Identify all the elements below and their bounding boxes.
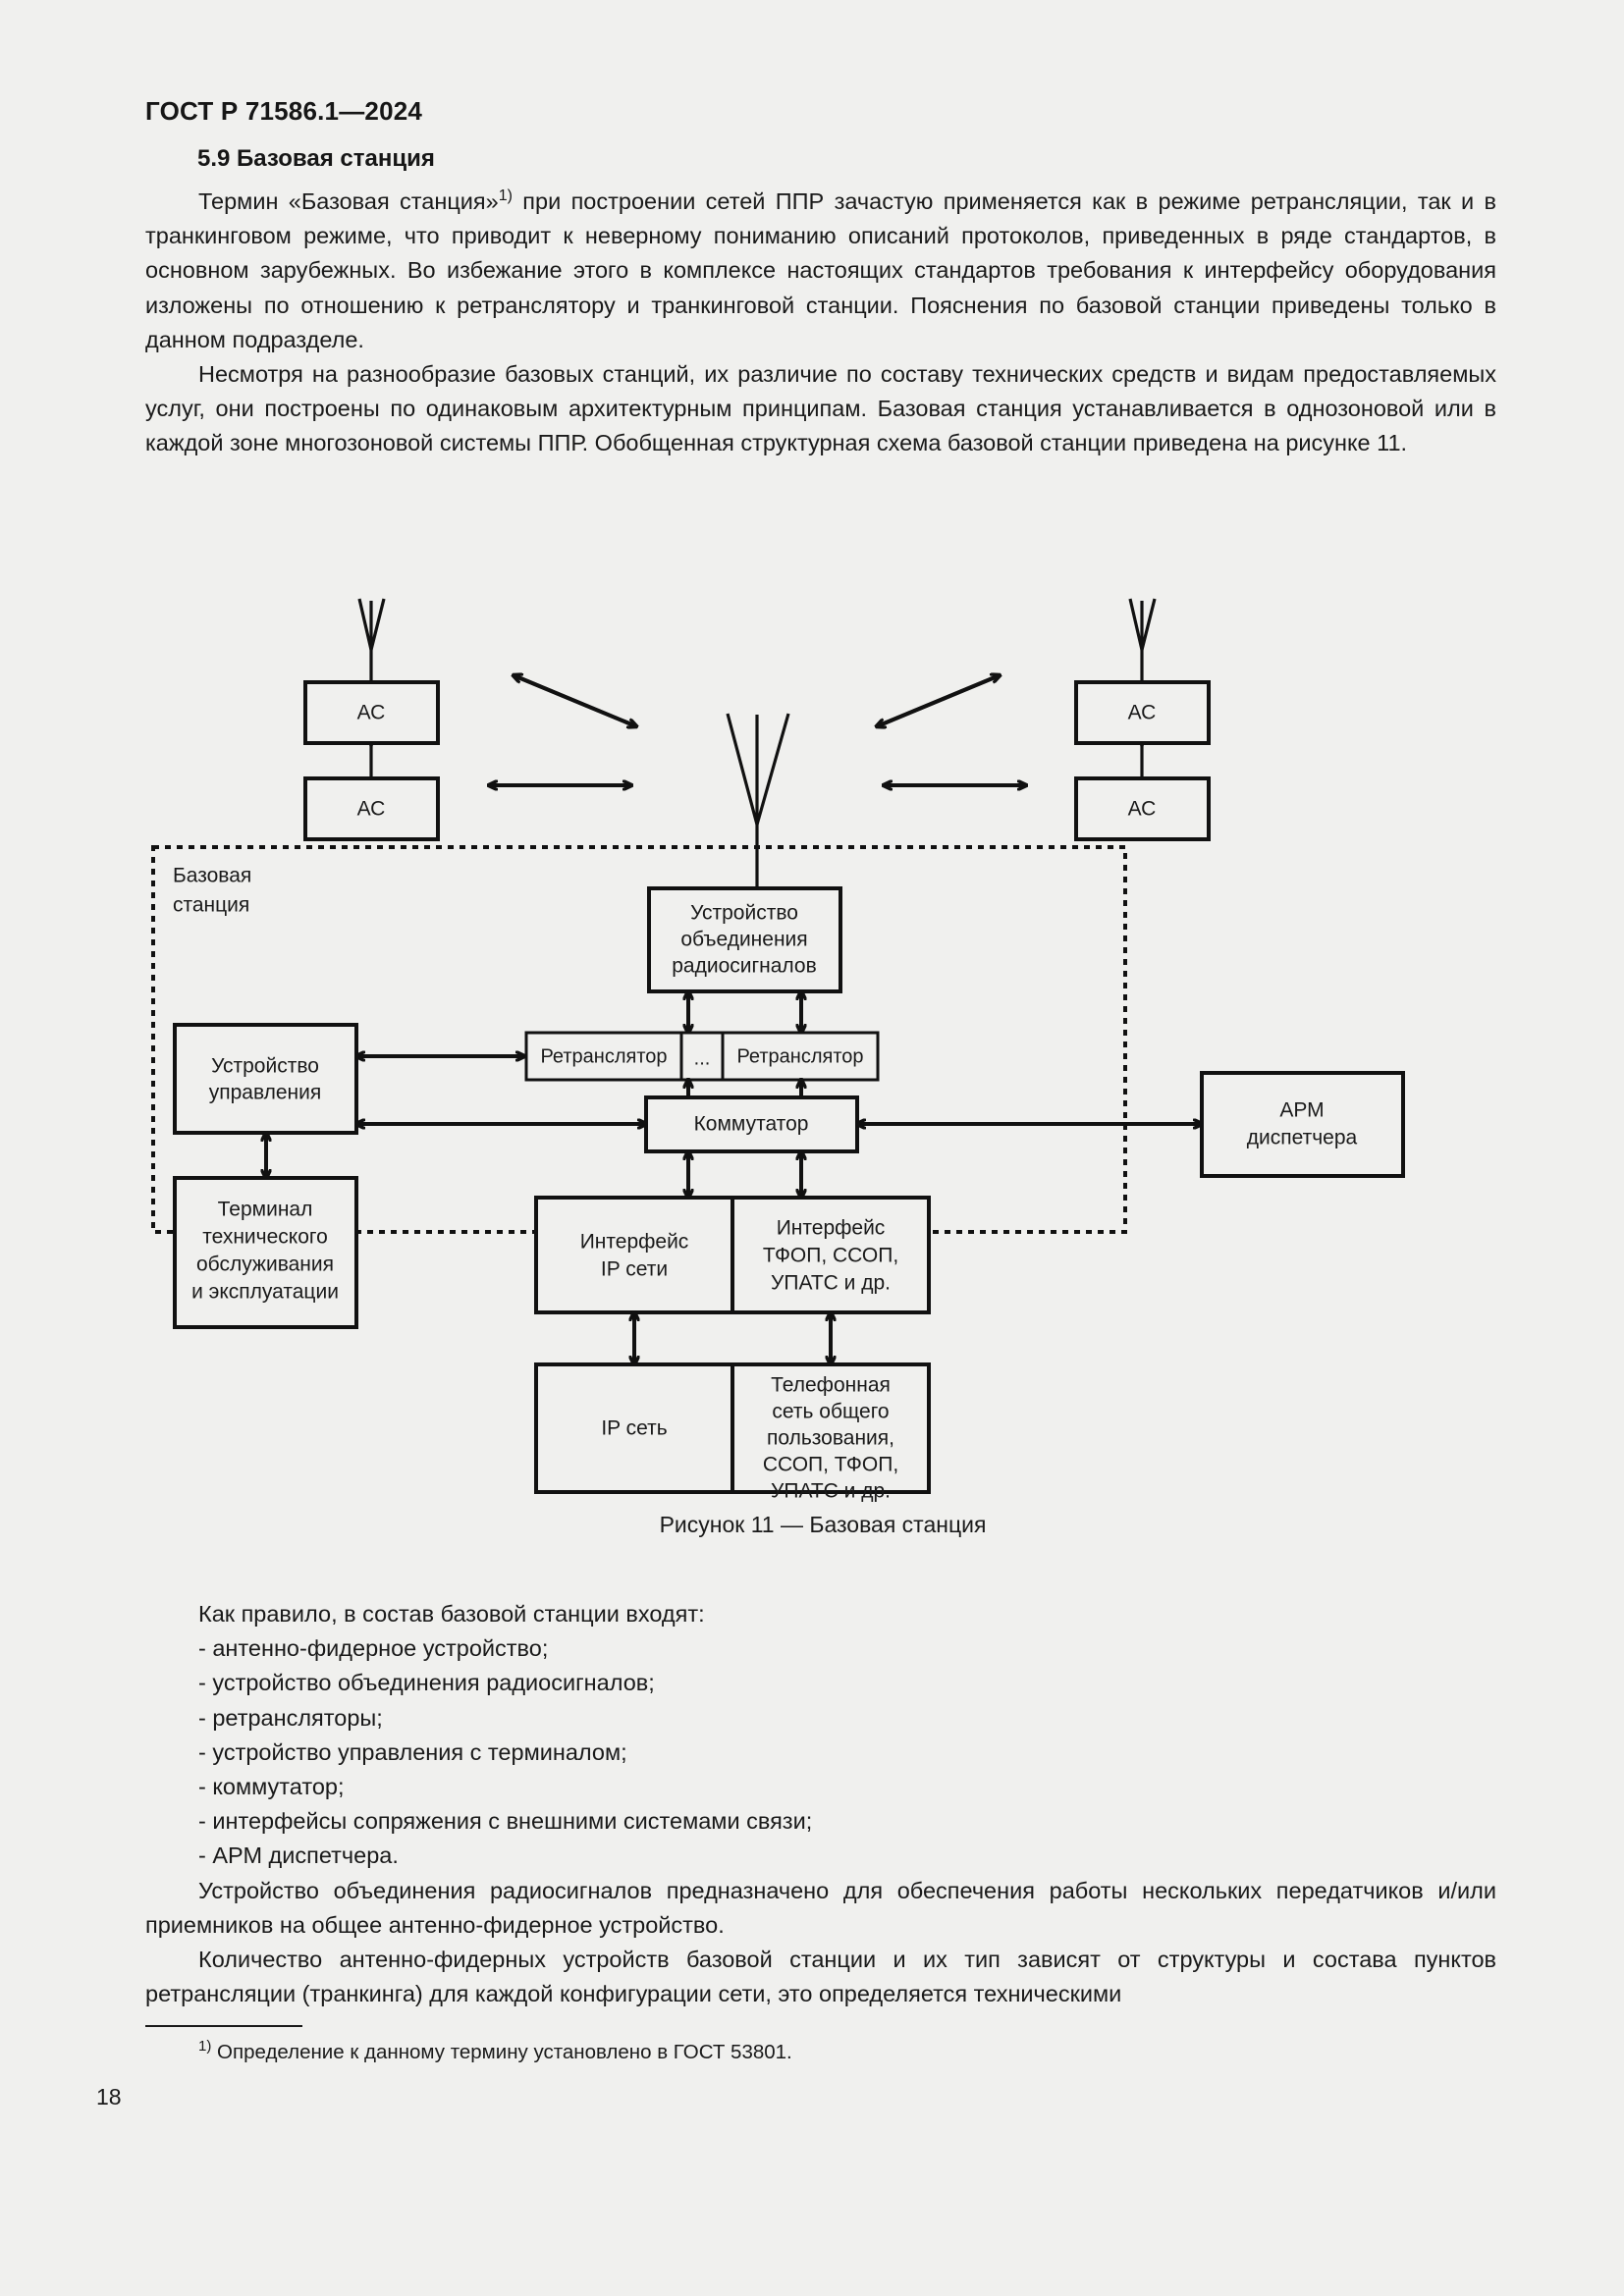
- phone-network-label-line5: УПАТС и др.: [771, 1480, 891, 1502]
- list-item: - коммутатор;: [198, 1774, 345, 1800]
- list-lead-line: Как правило, в состав базовой станции вх…: [198, 1601, 705, 1627]
- ip-interface-label-line2: IP сети: [601, 1258, 668, 1281]
- list-item: - устройство управления с терминалом;: [198, 1738, 627, 1765]
- base-station-label-line2: станция: [173, 894, 249, 917]
- switch-label: Коммутатор: [694, 1113, 809, 1136]
- paragraph-1-part-2: при построении сетей ППР зачастую примен…: [145, 188, 1496, 352]
- radio-link-arrow-top-left: [514, 675, 636, 726]
- figure-caption: Рисунок 11 — Базовая станция: [659, 1512, 987, 1537]
- paragraph-2: Несмотря на разнообразие базовых станций…: [145, 361, 1496, 456]
- base-station-label-line1: Базовая: [173, 865, 251, 887]
- pstn-interface-label-line2: ТФОП, ССОП,: [763, 1245, 898, 1267]
- phone-network-label-line4: ССОП, ТФОП,: [763, 1454, 898, 1476]
- phone-network-label-line3: пользования,: [767, 1427, 894, 1450]
- dispatcher-label-line1: АРМ: [1279, 1099, 1324, 1122]
- maintenance-terminal-box: [173, 1176, 358, 1329]
- repeater-box-right: [721, 1031, 880, 1082]
- repeater-ellipsis-label: ...: [694, 1047, 711, 1069]
- list-item: - интерфейсы сопряжения с внешними систе…: [198, 1808, 813, 1835]
- radio-combiner-label-line2: объединения: [680, 929, 807, 951]
- repeater-box-left: [524, 1031, 683, 1082]
- maintenance-terminal-label-line1: Терминал: [218, 1199, 313, 1221]
- paragraph-1: Термин «Базовая станция»1) при построени…: [145, 185, 1496, 357]
- radio-combiner-label-line3: радиосигналов: [672, 955, 817, 978]
- ip-network-interface-box: [534, 1196, 734, 1314]
- ip-network-label: IP сеть: [601, 1417, 667, 1440]
- base-station-block-diagram: АС АС АС АС: [151, 598, 1405, 1502]
- radio-link-arrow-top-right: [877, 675, 1000, 726]
- antenna-icon-top-left: [357, 598, 386, 682]
- switch-box: [644, 1095, 859, 1153]
- page-content: ГОСТ Р 71586.1—2024 5.9 Базовая станция …: [96, 0, 1500, 2296]
- list-item: - АРМ диспетчера.: [198, 1842, 399, 1869]
- ip-interface-label-line1: Интерфейс: [580, 1231, 689, 1254]
- public-phone-network-box: [731, 1362, 931, 1494]
- list-item: - антенно-фидерное устройство;: [198, 1635, 549, 1662]
- subscriber-station-label-top-left: АС: [357, 702, 386, 724]
- footnote: 1) Определение к данному термину установ…: [198, 2038, 792, 2067]
- base-station-antenna-icon: [726, 713, 790, 888]
- subscriber-station-box-top-right: [1074, 680, 1211, 745]
- pstn-interface-label-line1: Интерфейс: [777, 1217, 886, 1240]
- control-unit-label-line1: Устройство: [211, 1055, 319, 1078]
- control-unit-label-line2: управления: [209, 1082, 322, 1104]
- subscriber-station-box-top-left: [303, 680, 440, 745]
- page-number: 18: [96, 2084, 122, 2109]
- maintenance-terminal-label-line4: и эксплуатации: [191, 1281, 339, 1304]
- subscriber-station-box-bottom-right: [1074, 776, 1211, 841]
- figure-11: АС АС АС АС: [145, 589, 1500, 1571]
- radio-combiner-box: [647, 886, 842, 993]
- pstn-interface-label-line3: УПАТС и др.: [771, 1272, 891, 1295]
- phone-network-label-line1: Телефонная: [771, 1374, 891, 1397]
- dispatcher-label-line2: диспетчера: [1247, 1127, 1358, 1149]
- radio-combiner-label-line1: Устройство: [690, 902, 798, 925]
- list-item: - ретрансляторы;: [198, 1704, 383, 1731]
- section-heading: 5.9 Базовая станция: [197, 145, 435, 172]
- paragraph-3: Устройство объединения радиосигналов пре…: [145, 1877, 1496, 1938]
- dispatcher-workstation-box: [1200, 1071, 1405, 1178]
- maintenance-terminal-label-line3: обслуживания: [196, 1254, 334, 1276]
- footnote-separator: [145, 2025, 302, 2027]
- repeater-label-right: Ретранслятор: [736, 1045, 863, 1067]
- subscriber-station-label-top-right: АС: [1128, 702, 1157, 724]
- antenna-icon-top-right: [1128, 598, 1157, 682]
- repeater-ellipsis-box: [679, 1031, 725, 1082]
- subscriber-station-label-bottom-left: АС: [357, 798, 386, 821]
- footnote-text: Определение к данному термину установлен…: [211, 2041, 792, 2063]
- footnote-marker: 1): [198, 2038, 212, 2056]
- paragraph-1-part-1: Термин «Базовая станция»: [198, 188, 499, 214]
- subscriber-station-box-bottom-left: [303, 776, 440, 841]
- tail-text-block: Как правило, в состав базовой станции вх…: [145, 1597, 1496, 2011]
- document-header: ГОСТ Р 71586.1—2024: [145, 96, 423, 126]
- phone-network-label-line2: сеть общего: [772, 1401, 889, 1423]
- base-station-components-list: - антенно-фидерное устройство; - устройс…: [145, 1631, 1496, 1873]
- control-unit-box: [173, 1023, 358, 1135]
- footnote-reference-marker: 1): [498, 187, 513, 205]
- subscriber-station-label-bottom-right: АС: [1128, 798, 1157, 821]
- maintenance-terminal-label-line2: технического: [202, 1226, 328, 1249]
- list-item: - устройство объединения радиосигналов;: [198, 1670, 655, 1696]
- paragraph-4: Количество антенно-фидерных устройств ба…: [145, 1947, 1496, 2007]
- body-text-block: Термин «Базовая станция»1) при построени…: [145, 185, 1496, 461]
- repeater-label-left: Ретранслятор: [540, 1045, 667, 1067]
